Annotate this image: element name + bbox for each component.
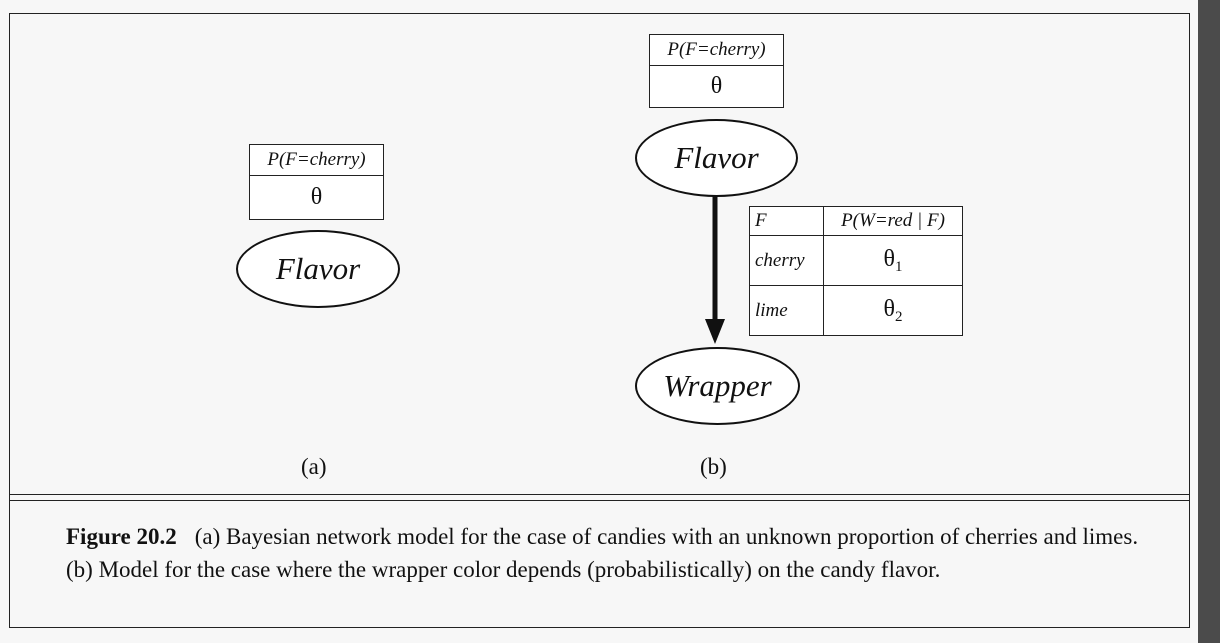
panel-b-label: (b) [700,454,727,479]
flavor-node-b-label: Flavor [674,140,759,175]
dependency-arrow [705,196,725,344]
wrapper-cpt-col1-header: F [749,206,824,236]
figure-number: Figure 20.2 [66,524,177,549]
wrapper-cpt-table: F P(W=red | F) cherry θ1 lime θ2 [749,206,963,336]
wrapper-cpt-row-theta: θ1 [823,235,963,286]
cpt-a-value: θ [249,175,384,220]
flavor-node-a-label: Flavor [275,251,361,286]
wrapper-cpt-row-flavor: lime [749,285,824,336]
wrapper-node-label: Wrapper [663,368,772,403]
scrollbar[interactable] [1198,0,1220,643]
wrapper-cpt-row-theta: θ2 [823,285,963,336]
cpt-b-table: P(F=cherry) θ [649,34,784,108]
cpt-b-value: θ [649,65,784,108]
caption-divider [10,494,1189,495]
caption-divider [10,500,1189,501]
arrow-head [705,319,725,344]
wrapper-node: Wrapper [635,347,800,425]
wrapper-cpt-col2-header: P(W=red | F) [823,206,963,236]
figure-frame: P(F=cherry) θ Flavor (a) P(F=cherry) θ F… [9,13,1190,628]
cpt-b-header: P(F=cherry) [649,34,784,66]
flavor-node-a: Flavor [236,230,400,308]
cpt-a-table: P(F=cherry) θ [249,144,384,220]
caption-text: (a) Bayesian network model for the case … [66,524,1139,582]
figure-caption: Figure 20.2(a) Bayesian network model fo… [66,520,1166,586]
panel-a-label: (a) [301,454,327,479]
cpt-a-header: P(F=cherry) [249,144,384,176]
wrapper-cpt-row-flavor: cherry [749,235,824,286]
flavor-node-b: Flavor [635,119,798,197]
